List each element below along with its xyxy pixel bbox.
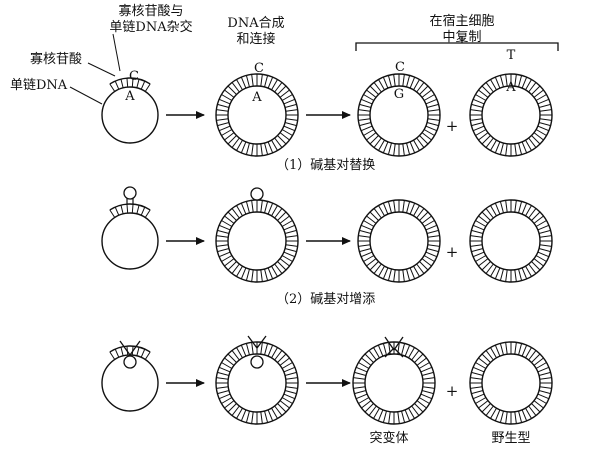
progeny-ring-2 (469, 73, 553, 157)
wildtype-ring (469, 341, 553, 425)
oligo-hybrid-label-line2: 单链DNA杂交 (109, 20, 193, 35)
pointer-oligo (87, 62, 116, 77)
ds-base-a: A (251, 90, 262, 105)
oligo-strand-3 (109, 345, 151, 360)
progeny1-base-g: G (394, 87, 404, 102)
oligo-strand-1 (109, 77, 151, 92)
progeny-ring-1 (357, 73, 441, 157)
host-bracket (355, 42, 559, 51)
deletion-v-1 (119, 340, 141, 357)
progeny-ring-3 (357, 199, 441, 283)
caption-base-substitution: （1）碱基对替换 (276, 158, 376, 173)
host-replication-label-line2: 中复制 (442, 30, 482, 45)
progeny2-base-a: A (505, 80, 516, 95)
pointer-ssdna (69, 86, 103, 105)
deletion-v-2 (247, 335, 267, 350)
progeny1-base-c: C (395, 60, 405, 75)
mutant-label: 突变体 (369, 431, 409, 446)
template-base-a: A (124, 89, 135, 104)
oligonucleotide-label: 寡核苷酸 (30, 52, 83, 67)
pointer-hybrid (112, 33, 121, 72)
oligo-base-c: C (129, 69, 139, 84)
plus-sign-3: + (446, 382, 459, 400)
single-strand-circle-1 (101, 86, 159, 144)
deletion-loop-1 (123, 355, 137, 369)
deletion-v-3 (384, 336, 404, 352)
host-replication-label-line1: 在宿主细胞 (429, 14, 495, 29)
ds-ring-1 (215, 73, 299, 157)
progeny-ring-4 (469, 199, 553, 283)
wildtype-label: 野生型 (491, 431, 531, 446)
insertion-loop-1 (123, 186, 137, 200)
deletion-cross-3 (384, 347, 404, 358)
plus-sign-2: + (446, 243, 459, 261)
synthesis-label-line1: DNA合成 (227, 16, 285, 31)
oligo-hybrid-label-line1: 寡核苷酸与 (118, 4, 184, 19)
single-strand-dna-label: 单链DNA (10, 78, 68, 93)
oligo-strand-2 (109, 203, 151, 218)
progeny2-base-t: T (507, 48, 516, 63)
plus-sign-1: + (446, 117, 459, 135)
insertion-loop-2 (250, 187, 264, 201)
caption-base-addition: （2）碱基对增添 (276, 292, 376, 307)
ds-base-c: C (254, 61, 264, 76)
single-strand-circle-2 (101, 212, 159, 270)
deletion-loop-2 (250, 355, 264, 369)
ds-ring-3 (215, 341, 299, 425)
synthesis-label-line2: 和连接 (236, 32, 276, 47)
mutant-ring (352, 341, 436, 425)
ds-ring-2 (215, 199, 299, 283)
